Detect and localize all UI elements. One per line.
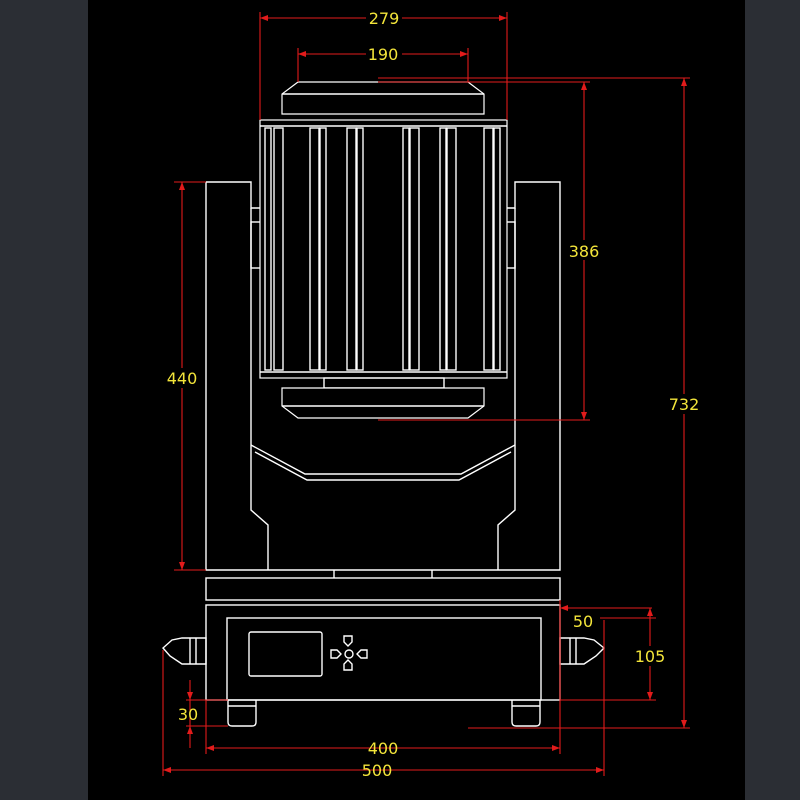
left-handle-icon: [162, 637, 207, 665]
left-foot: [227, 700, 257, 727]
down-icon: [343, 659, 353, 671]
control-buttons: [330, 635, 368, 671]
cooling-fins: [264, 127, 501, 371]
head-body: [259, 119, 508, 379]
dim-arm-height: 440: [167, 369, 198, 388]
dim-overall-width: 500: [362, 761, 393, 780]
left-margin-panel: [0, 0, 88, 800]
right-margin-panel: [745, 0, 800, 800]
lcd-screen: [248, 631, 323, 677]
dim-top-width: 279: [369, 9, 400, 28]
dim-handle-offset: 50: [573, 612, 593, 631]
dim-base-width: 400: [368, 739, 399, 758]
center-icon: [344, 649, 354, 659]
dim-total-height: 732: [669, 395, 700, 414]
right-icon: [356, 649, 368, 659]
base-body: [205, 604, 561, 701]
left-icon: [330, 649, 342, 659]
right-foot: [511, 700, 541, 727]
up-icon: [343, 635, 353, 647]
dim-handle-height: 105: [635, 647, 666, 666]
dim-foot-height: 30: [178, 705, 198, 724]
dimension-labels: 279 190 386 732 440 50 105 30 400 500: [164, 8, 704, 780]
top-lens-cap: [281, 81, 485, 115]
control-panel: [226, 617, 542, 701]
right-handle-icon: [559, 637, 606, 665]
head-assembly: [259, 81, 508, 419]
bottom-cap: [281, 387, 485, 419]
base-unit: [162, 570, 606, 727]
dim-lens-width: 190: [368, 45, 399, 64]
dim-head-height: 386: [569, 242, 600, 261]
